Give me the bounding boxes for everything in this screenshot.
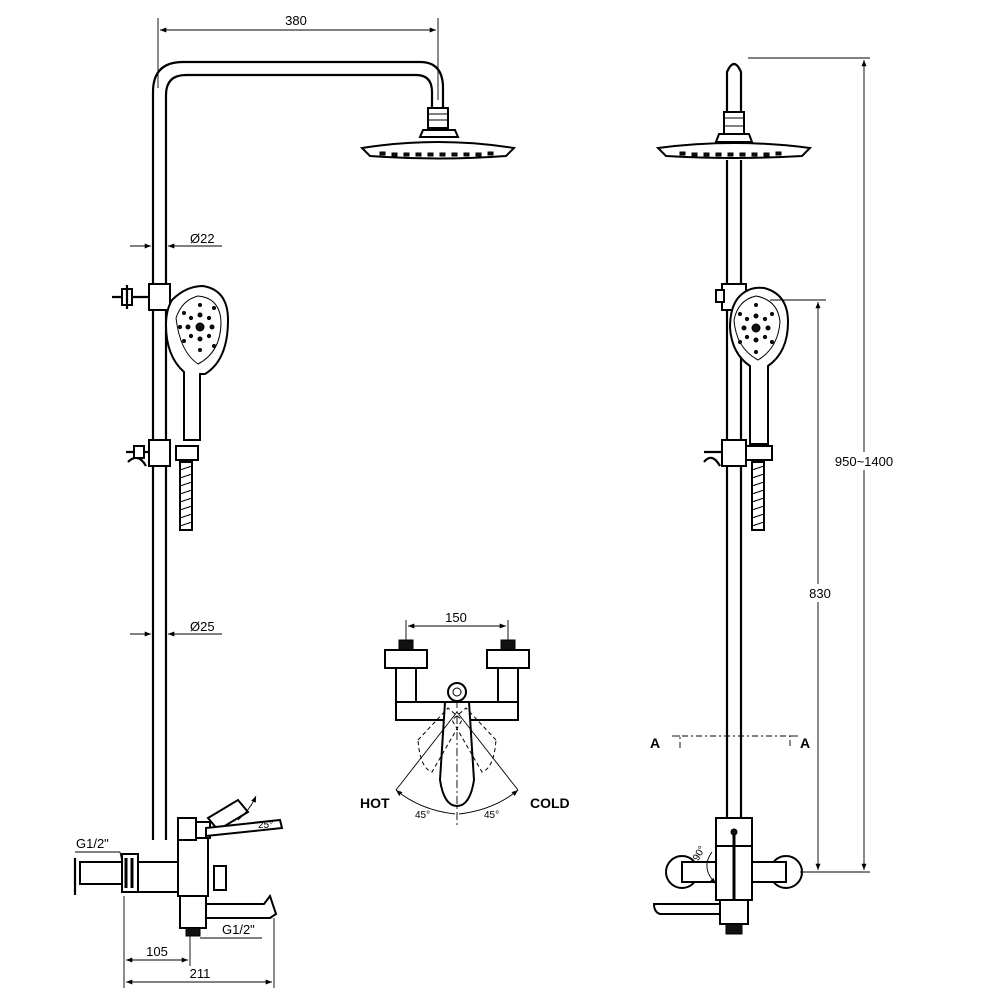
arm-collar [427,107,449,129]
dim-lever-angle: 25° [237,795,273,831]
slide-bar [151,310,168,840]
dim-arm-length-label: 380 [285,13,307,28]
dim-slide-height-label: 830 [809,586,831,601]
outlet-thread-label: G1/2" [222,922,255,937]
dim-wall-to-spout-label: 211 [190,966,211,981]
rain-shower-head [359,129,517,160]
shower-hose [179,461,193,531]
inlet-thread-note: G1/2" [75,836,123,863]
mixer-front-detail [384,639,530,826]
dim-upper-diameter-label: Ø22 [190,231,215,246]
front-hand-shower [728,286,790,445]
hand-shower [164,284,230,441]
front-upright-pipe [723,62,745,820]
section-marker-right: A [800,735,810,751]
dim-upper-diameter: Ø22 [130,231,222,249]
dim-inlet-spacing-label: 150 [445,610,467,625]
dim-wall-to-pipe-label: 105 [146,944,168,959]
dim-slide-height: 830 [770,299,834,870]
dim-lever-angle-label: 25° [258,820,273,831]
hot-label: HOT [360,795,390,811]
inlet-thread-label: G1/2" [76,836,109,851]
dim-total-height-label: 950~1400 [835,454,893,469]
hot-cold-arc: HOT COLD 45° 45° [360,711,570,821]
sliding-holder [126,439,199,467]
cold-angle-label: 45° [484,810,499,821]
dim-total-height: 950~1400 [748,57,896,873]
front-rain-head [655,133,813,159]
cold-label: COLD [530,795,570,811]
side-view: 380 Ø22 [73,13,517,988]
dim-arm-length: 380 [157,13,439,100]
front-view: 90° A A 950~1400 830 [650,57,896,935]
front-mixer-valve: 90° [652,817,803,935]
dim-wall-to-pipe: 105 [123,896,191,988]
lever-detail-view: 150 HOT COLD 45° 45° [360,610,570,826]
mixer-valve-side [73,798,284,937]
front-sliding-holder [703,439,773,531]
upper-bracket [112,283,171,311]
overhead-arm [151,60,449,295]
section-marker-left: A [650,735,660,751]
dim-lower-diameter: Ø25 [130,619,222,637]
dim-lower-diameter-label: Ø25 [190,619,215,634]
hot-angle-label: 45° [415,810,430,821]
dim-inlet-spacing: 150 [405,610,509,640]
spray-nozzles [379,151,494,157]
section-marker-aa: A A [650,735,810,751]
dim-wall-to-spout: 211 [126,918,275,988]
outlet-thread-note: G1/2" [200,922,262,939]
